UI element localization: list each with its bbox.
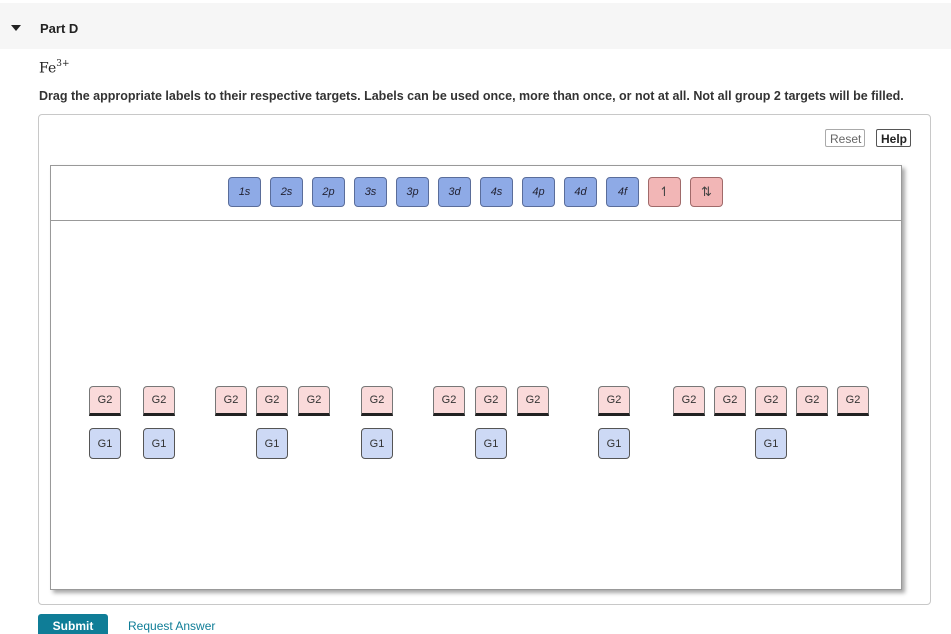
ion-formula: Fe3+ xyxy=(39,59,70,77)
g2-target[interactable]: G2 xyxy=(475,386,507,416)
g2-target[interactable]: G2 xyxy=(837,386,869,416)
g2-target[interactable]: G2 xyxy=(598,386,630,416)
g2-target[interactable]: G2 xyxy=(755,386,787,416)
g2-target[interactable]: G2 xyxy=(143,386,175,416)
ion-symbol: Fe xyxy=(39,60,57,77)
label-2s[interactable]: 2s xyxy=(270,177,303,207)
label-spin-up-arrow[interactable]: ↿ xyxy=(648,177,681,207)
reset-button[interactable]: Reset xyxy=(825,129,865,147)
g2-target[interactable]: G2 xyxy=(298,386,330,416)
g2-target[interactable]: G2 xyxy=(433,386,465,416)
g2-target[interactable]: G2 xyxy=(215,386,247,416)
label-4f[interactable]: 4f xyxy=(606,177,639,207)
g2-target[interactable]: G2 xyxy=(796,386,828,416)
request-answer-link[interactable]: Request Answer xyxy=(128,619,216,633)
g2-target[interactable]: G2 xyxy=(89,386,121,416)
label-4p[interactable]: 4p xyxy=(522,177,555,207)
submit-button[interactable]: Submit xyxy=(38,614,108,634)
label-2p[interactable]: 2p xyxy=(312,177,345,207)
label-3p[interactable]: 3p xyxy=(396,177,429,207)
g1-target[interactable]: G1 xyxy=(361,428,393,459)
g1-target[interactable]: G1 xyxy=(143,428,175,459)
g1-target[interactable]: G1 xyxy=(755,428,787,459)
label-4s[interactable]: 4s xyxy=(480,177,513,207)
label-1s[interactable]: 1s xyxy=(228,177,261,207)
label-palette: 1s 2s 2p 3s 3p 3d 4s 4p 4d 4f ↿ ⇅ xyxy=(51,166,901,221)
help-button[interactable]: Help xyxy=(876,129,911,147)
label-3d[interactable]: 3d xyxy=(438,177,471,207)
collapse-caret-icon[interactable] xyxy=(11,25,21,31)
g1-target[interactable]: G1 xyxy=(89,428,121,459)
g1-target[interactable]: G1 xyxy=(256,428,288,459)
label-3s[interactable]: 3s xyxy=(354,177,387,207)
g2-target[interactable]: G2 xyxy=(256,386,288,416)
g2-target[interactable]: G2 xyxy=(361,386,393,416)
g2-target[interactable]: G2 xyxy=(673,386,705,416)
part-header[interactable]: Part D xyxy=(0,3,951,49)
g2-target[interactable]: G2 xyxy=(714,386,746,416)
instructions-text: Drag the appropriate labels to their res… xyxy=(39,89,904,103)
drop-workspace: 1s 2s 2p 3s 3p 3d 4s 4p 4d 4f ↿ ⇅ G2 G2 … xyxy=(50,165,902,590)
g1-target[interactable]: G1 xyxy=(475,428,507,459)
part-title: Part D xyxy=(40,21,79,36)
g1-target[interactable]: G1 xyxy=(598,428,630,459)
label-4d[interactable]: 4d xyxy=(564,177,597,207)
g2-target[interactable]: G2 xyxy=(517,386,549,416)
ion-charge: 3+ xyxy=(56,59,70,69)
label-spin-pair-arrows[interactable]: ⇅ xyxy=(690,177,723,207)
